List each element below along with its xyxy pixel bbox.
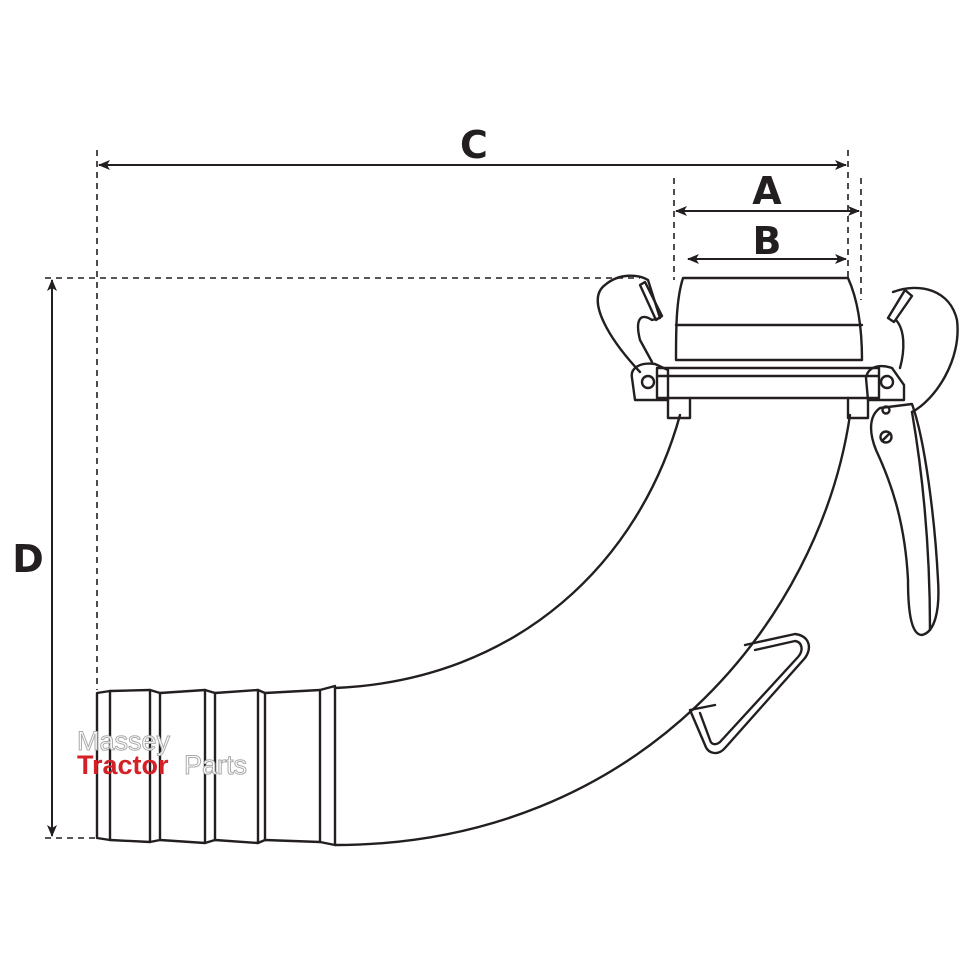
watermark-parts: Parts [184,750,247,780]
watermark-logo: Massey Tractor Parts [77,726,248,781]
right-cam-lever [864,286,959,637]
pipe-elbow [333,413,852,847]
coupling-head [655,276,881,420]
watermark-line1: Massey [77,726,171,756]
dimension-b-label: B [753,219,782,263]
carry-handle [688,632,811,755]
extension-lines [45,150,862,839]
dimension-arrows [47,160,860,837]
left-cam-arm [596,274,670,402]
dimension-c-label: C [460,123,488,167]
dimension-a-label: A [752,169,782,213]
hose-tail [95,684,337,847]
watermark-tractor: Tractor [77,750,169,780]
dimension-d-label: D [12,537,44,581]
